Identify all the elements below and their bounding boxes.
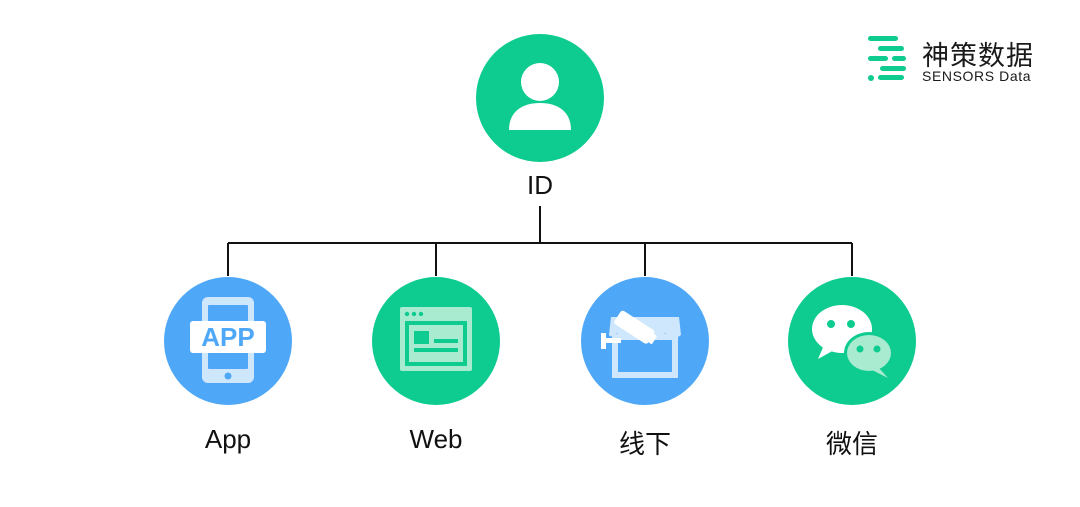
channel-node-app: APP: [164, 277, 292, 405]
root-id-label: ID: [527, 170, 553, 200]
channel-label-web: Web: [409, 424, 463, 454]
app-phone-icon: APP: [190, 297, 266, 383]
sensors-data-logo-icon: [868, 36, 906, 81]
app-icon-text: APP: [201, 322, 254, 352]
channel-node-web: [372, 277, 500, 405]
root-id-node: [476, 34, 604, 162]
offline-store-icon: [601, 310, 681, 378]
brand-name-cn: 神策数据: [922, 41, 1034, 71]
channel-node-wechat: [788, 277, 916, 405]
wechat-icon: [812, 305, 894, 378]
channel-node-offline: [581, 277, 709, 405]
channel-label-wechat: 微信: [825, 429, 878, 459]
sensors-data-logo: 神策数据 SENSORS Data: [866, 32, 1066, 92]
brand-name-en: SENSORS Data: [922, 68, 1032, 84]
channel-label-offline: 线下: [618, 429, 671, 459]
web-browser-icon: [400, 307, 472, 371]
channel-label-app: App: [204, 424, 252, 454]
user-icon: [509, 63, 571, 130]
